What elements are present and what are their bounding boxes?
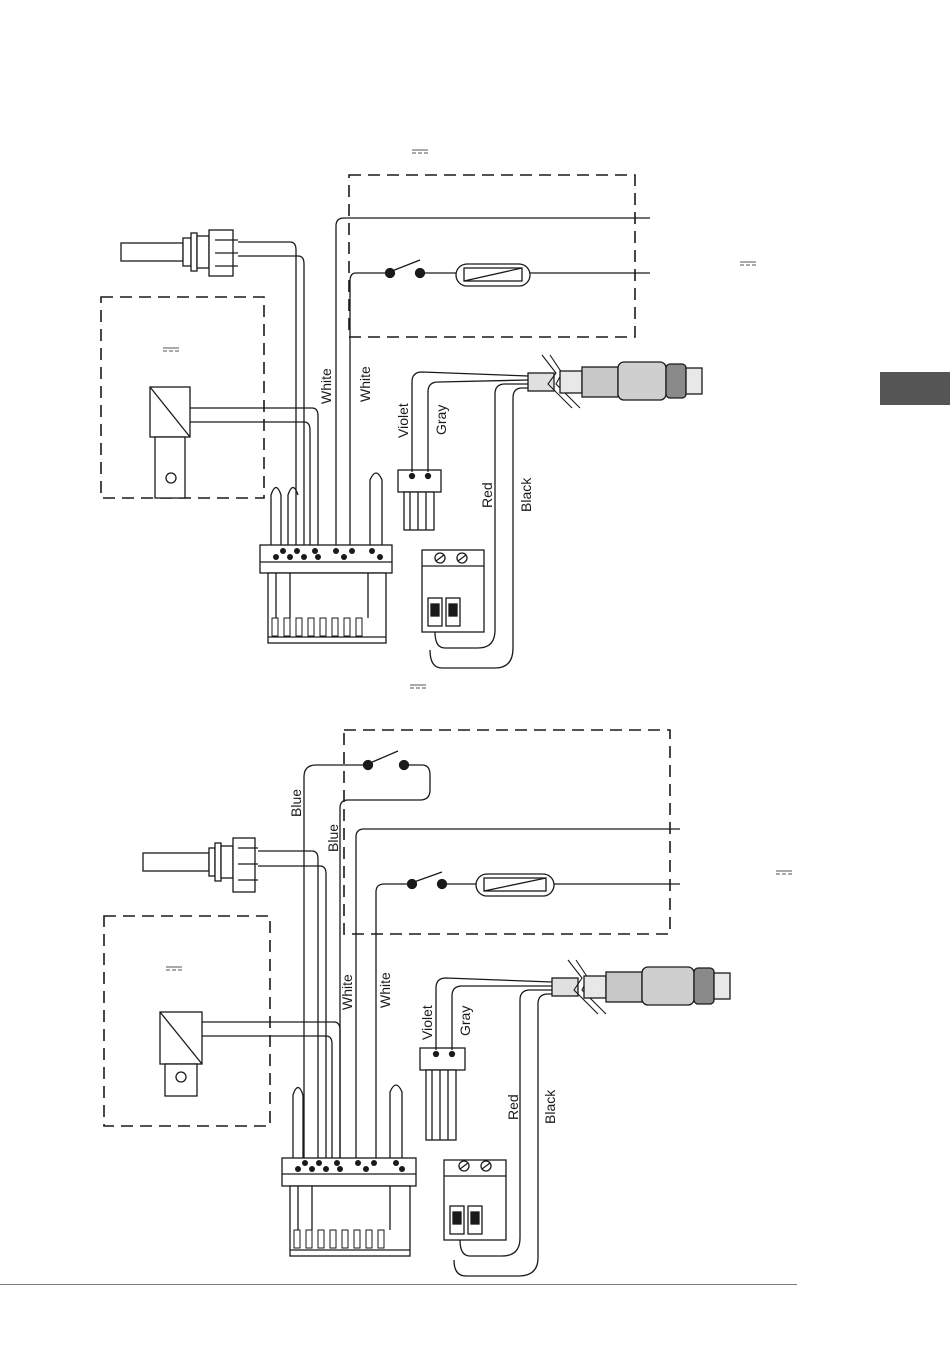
dc-symbol <box>740 262 756 265</box>
cable-plug <box>528 355 702 408</box>
wiring-diagram-bottom: Blue Blue White White Violet Gray Red Bl… <box>104 685 792 1276</box>
valve-symbol <box>150 387 318 545</box>
wire-label-white-2: White <box>357 366 373 402</box>
wire-label-blue-1: Blue <box>288 789 304 817</box>
power-terminal <box>444 1160 506 1240</box>
wire-label-violet: Violet <box>395 403 411 438</box>
dc-symbol <box>412 150 428 153</box>
valve-symbol <box>160 1012 340 1158</box>
relay-enclosure <box>349 175 635 337</box>
sensor-connector <box>398 470 441 530</box>
wire-label-gray: Gray <box>457 1006 473 1036</box>
wire-label-red: Red <box>479 482 495 508</box>
wire-label-gray: Gray <box>433 405 449 435</box>
dc-symbol <box>776 871 792 874</box>
wire-label-violet: Violet <box>419 1005 435 1040</box>
terminal-block <box>282 1158 416 1256</box>
wire-label-blue-2: Blue <box>325 824 341 852</box>
dc-symbol <box>410 685 426 688</box>
relay-enclosure <box>344 730 670 934</box>
wire-label-black: Black <box>518 477 534 512</box>
sensor-connector <box>420 1048 465 1140</box>
footer-rule <box>0 1284 797 1285</box>
power-terminal <box>422 550 484 632</box>
cable-plug <box>552 960 730 1014</box>
terminal-block <box>260 545 392 643</box>
dc-symbol <box>166 967 182 970</box>
probe-sensor <box>143 838 258 892</box>
wire-label-white-1: White <box>339 974 355 1010</box>
dc-symbol <box>163 348 179 351</box>
wire-label-red: Red <box>505 1094 521 1120</box>
wire-label-black: Black <box>542 1089 558 1124</box>
wiring-diagram-top: White White Violet Gray Red Black <box>101 150 756 668</box>
wire-label-white-2: White <box>377 972 393 1008</box>
wire-label-white-1: White <box>318 368 334 404</box>
probe-sensor <box>121 230 238 276</box>
